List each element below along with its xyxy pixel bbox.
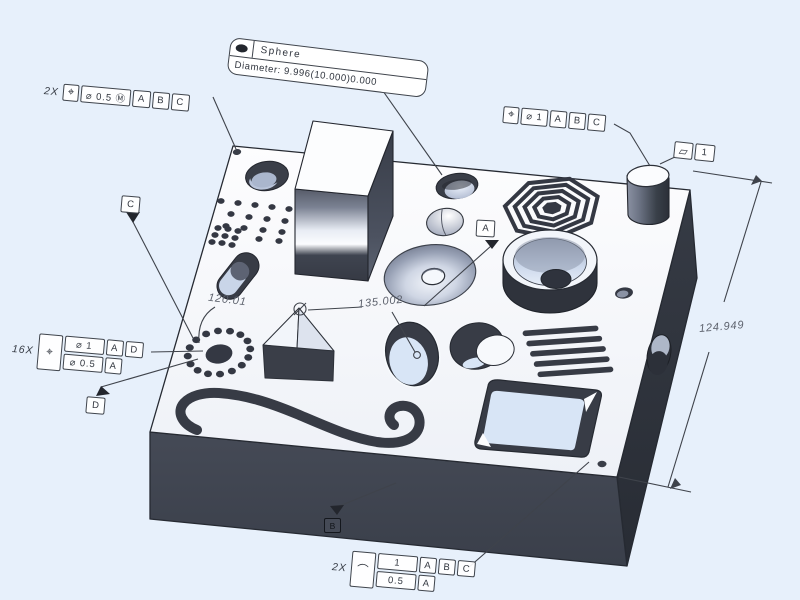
- datum-ref: A: [103, 357, 123, 375]
- tolerance-value: 1: [693, 143, 716, 163]
- datum-ref: C: [587, 113, 607, 132]
- flatness-icon: ▱: [673, 141, 694, 160]
- datum-ref: B: [437, 558, 457, 576]
- dim-pattern-leader: [198, 306, 216, 344]
- position-icon: ⌖: [62, 83, 80, 103]
- datum-label-a[interactable]: A: [475, 219, 496, 238]
- small-hole[interactable]: [614, 286, 633, 299]
- pattern-center-hole[interactable]: [204, 342, 234, 365]
- datum-ref: B: [151, 91, 171, 110]
- datum-label-c[interactable]: C: [120, 195, 141, 214]
- datum-c-leader: [132, 221, 194, 339]
- crescent-slot[interactable]: [446, 316, 517, 374]
- counterbore-boss[interactable]: [502, 229, 598, 314]
- datum-d-triangle-icon: [96, 386, 110, 396]
- position-icon: ⌖: [502, 106, 521, 125]
- datum-c-triangle-icon: [126, 212, 140, 223]
- dome-boss[interactable]: [425, 206, 465, 238]
- corner-hole[interactable]: [597, 460, 607, 468]
- fcf-profile-leader: [467, 461, 590, 569]
- datum-a-leader: [423, 245, 492, 307]
- fcf-qty: 2X: [43, 84, 60, 98]
- datum-ref: A: [548, 110, 568, 129]
- datum-ref: C: [170, 93, 190, 112]
- tolerance-value: 1: [376, 552, 419, 573]
- datum-ref: C: [457, 559, 477, 578]
- tolerance-value: ⌀ 0.5: [62, 353, 104, 373]
- datum-ref: A: [418, 556, 438, 575]
- datum-ref: B: [568, 111, 587, 131]
- tolerance-value: ⌀ 1: [520, 107, 549, 127]
- datum-d-leader: [100, 358, 199, 388]
- diameter-mark: [293, 302, 307, 316]
- datum-a-triangle-icon: [485, 240, 499, 249]
- ellipse-hole[interactable]: [378, 315, 446, 392]
- slot-hole[interactable]: [212, 248, 265, 305]
- fcf-qty: 16X: [11, 343, 35, 357]
- square-pocket[interactable]: [474, 379, 603, 458]
- s-slot[interactable]: [175, 387, 425, 448]
- cone-recess[interactable]: [380, 239, 479, 311]
- dim-height-line: [667, 181, 762, 488]
- side-hole[interactable]: [643, 333, 674, 377]
- dim-diagonal-text[interactable]: 135.002: [357, 294, 403, 311]
- diameter-mark-slash: [293, 302, 307, 316]
- circular-hole-pattern[interactable]: [183, 327, 255, 378]
- vent-slots[interactable]: [522, 325, 614, 379]
- datum-ref: D: [124, 340, 144, 359]
- datum-ref: A: [105, 339, 125, 357]
- fcf-holes-leader: [212, 96, 237, 150]
- leader-end-circle: [413, 351, 421, 359]
- leader-lines[interactable]: [100, 73, 773, 569]
- fcf-qty: 2X: [331, 561, 348, 575]
- datum-ref: A: [132, 89, 151, 109]
- wedge-boss[interactable]: [262, 307, 335, 382]
- tooltip-title: Sphere: [259, 44, 302, 61]
- fcf-pattern-leader: [150, 350, 204, 353]
- sphere-icon: [229, 38, 255, 58]
- fcf-boss-leader: [613, 123, 651, 167]
- concentric-heptagon-pattern[interactable]: [503, 176, 602, 243]
- corner-hole[interactable]: [232, 148, 242, 156]
- datum-ref: A: [417, 574, 436, 593]
- dimension-arrows: [670, 175, 762, 489]
- tolerance-value: ⌀ 1: [63, 335, 105, 355]
- dim-height-text[interactable]: 124.949: [699, 319, 745, 335]
- dim-pattern-text[interactable]: 120.01: [208, 292, 248, 309]
- datum-b-triangle-icon: [330, 505, 344, 515]
- datum-label-d[interactable]: D: [85, 396, 106, 415]
- profile-of-surface-icon: ⌒: [349, 550, 377, 589]
- dim-diagonal-leader1: [307, 306, 363, 311]
- cylinder-boss[interactable]: [626, 164, 670, 225]
- dim-height-ext2: [618, 476, 692, 493]
- box-boss[interactable]: [294, 120, 394, 282]
- hole-grid-pattern[interactable]: [208, 198, 293, 248]
- tolerance-value: 0.5: [375, 570, 417, 591]
- sphere-hole[interactable]: [434, 171, 479, 202]
- position-icon: ⌖: [36, 333, 64, 372]
- datum-label-b[interactable]: B: [324, 518, 341, 533]
- datum-triangles: [96, 212, 499, 515]
- datum-b-leader: [336, 482, 397, 508]
- dim-diagonal-leader2: [391, 311, 416, 353]
- counterbore-corner-hole[interactable]: [244, 159, 291, 194]
